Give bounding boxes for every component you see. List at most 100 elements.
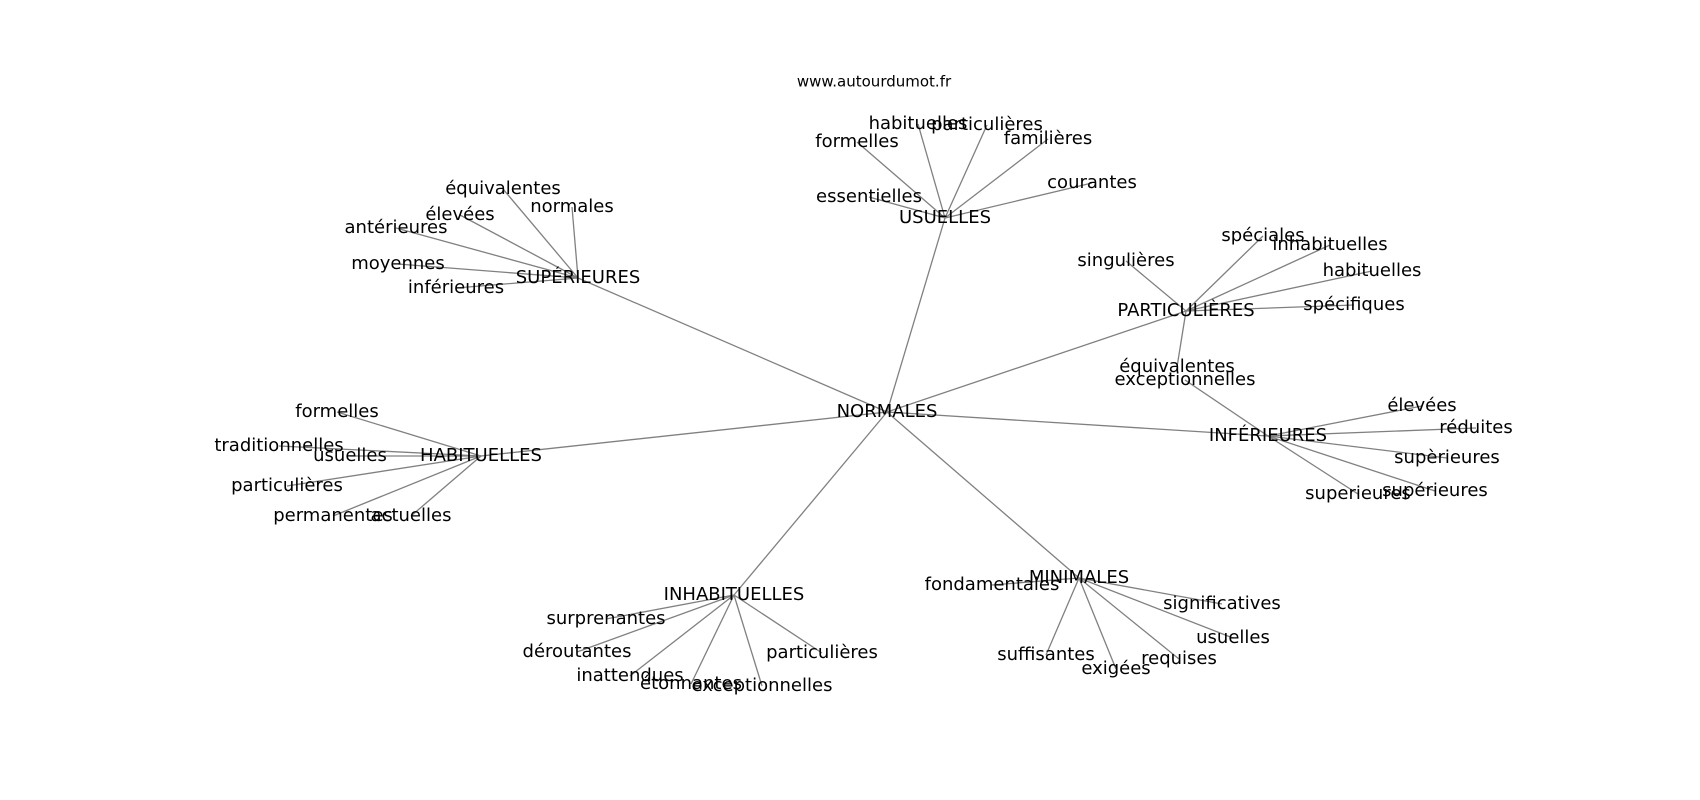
cluster-edge: [886, 310, 1187, 413]
leaf-edge: [917, 123, 946, 219]
cluster-edge: [577, 277, 888, 413]
leaf-edge: [395, 227, 579, 279]
leaf-node: élevées: [1387, 395, 1456, 416]
leaf-node: particulières: [231, 475, 343, 496]
cluster-edge: [886, 217, 946, 413]
leaf-edge: [944, 138, 1049, 219]
leaf-edge: [690, 594, 735, 685]
leaf-node: formelles: [295, 401, 379, 422]
leaf-node: équivalentes: [445, 178, 561, 199]
leaf-node: particulières: [931, 114, 1043, 135]
leaf-node: suffisantes: [997, 644, 1095, 665]
leaf-edge: [1185, 304, 1355, 312]
leaf-edge: [502, 188, 579, 279]
leaf-edge: [455, 277, 579, 289]
leaf-node: courantes: [1047, 172, 1137, 193]
leaf-node: particulières: [766, 642, 878, 663]
leaf-node: exceptionnelles: [1115, 369, 1256, 390]
leaf-node: significatives: [1163, 593, 1281, 614]
leaf-node: usuelles: [313, 445, 387, 466]
leaf-edge: [1267, 435, 1359, 495]
leaf-edge: [410, 455, 482, 517]
leaf-node: habituelles: [869, 113, 968, 134]
leaf-edge: [1125, 260, 1187, 312]
leaf-node: équivalentes: [1119, 356, 1235, 377]
leaf-node: moyennes: [351, 253, 445, 274]
cluster-node: HABITUELLES: [420, 445, 542, 466]
graph-edges: [278, 123, 1477, 687]
cluster-edge: [886, 411, 1269, 437]
leaf-node: actuelles: [371, 505, 452, 526]
leaf-edge: [856, 141, 946, 219]
leaf-node: réduites: [1439, 417, 1512, 438]
leaf-node: spécifiques: [1303, 294, 1404, 315]
leaf-node: usuelles: [1196, 627, 1270, 648]
cluster-node: MINIMALES: [1029, 567, 1129, 588]
leaf-edge: [571, 206, 579, 279]
leaf-node: traditionnelles: [214, 435, 343, 456]
source-watermark: www.autourdumot.fr: [797, 73, 952, 91]
leaf-edge: [286, 455, 482, 487]
leaf-edge: [733, 594, 763, 687]
cluster-node: PARTICULIÈRES: [1117, 299, 1254, 321]
leaf-node: élevées: [425, 204, 494, 225]
leaf-edge: [1078, 577, 1223, 605]
leaf-edge: [1267, 405, 1423, 437]
leaf-edge: [733, 594, 823, 654]
leaf-edge: [576, 594, 735, 653]
leaf-node: habituelles: [1323, 260, 1422, 281]
leaf-edge: [629, 594, 735, 677]
leaf-edge: [1078, 577, 1180, 660]
leaf-edge: [332, 455, 482, 517]
leaf-edge: [459, 214, 579, 279]
leaf-edge: [1176, 310, 1187, 368]
leaf-edge: [944, 124, 988, 219]
leaf-node: normales: [530, 196, 614, 217]
leaf-edge: [944, 182, 1093, 219]
leaf-node: supérieures: [1382, 480, 1488, 501]
leaf-node: inattendues: [576, 665, 683, 686]
leaf-node: formelles: [815, 131, 899, 152]
leaf-edge: [605, 594, 735, 620]
leaf-node: inhabituelles: [1272, 234, 1387, 255]
leaf-edge: [1185, 235, 1264, 312]
leaf-edge: [1185, 244, 1331, 312]
leaf-node: déroutantes: [523, 641, 632, 662]
leaf-node: spéciales: [1221, 225, 1304, 246]
leaf-node: superieures: [1305, 483, 1411, 504]
leaf-node: requises: [1141, 648, 1217, 669]
leaf-node: permanentes: [273, 505, 393, 526]
leaf-edge: [336, 411, 482, 457]
leaf-edge: [1078, 577, 1234, 639]
leaf-edge: [868, 196, 946, 219]
leaf-edge: [1267, 427, 1477, 437]
cluster-edge: [733, 411, 888, 596]
leaf-node: étonnantes: [640, 673, 742, 694]
leaf-node: surprenantes: [546, 608, 665, 629]
leaf-node: exigées: [1081, 658, 1150, 679]
leaf-edge: [1078, 577, 1117, 670]
leaf-node: exceptionnelles: [692, 675, 833, 696]
cluster-edge: [886, 411, 1080, 579]
leaf-edge: [1185, 270, 1373, 312]
cluster-node: INHABITUELLES: [664, 584, 805, 605]
leaf-node: familières: [1004, 128, 1092, 149]
cluster-edge: [480, 411, 888, 457]
leaf-edge: [1267, 435, 1448, 459]
leaf-node: fondamentales: [925, 574, 1060, 595]
leaf-edge: [1267, 435, 1436, 492]
graph-nodes: NORMALESUSUELLESformelleshabituellespart…: [214, 113, 1512, 696]
leaf-edge: [278, 445, 482, 457]
leaf-edge: [1045, 577, 1080, 656]
cluster-node: SUPÉRIEURES: [516, 266, 641, 288]
leaf-edge: [397, 263, 579, 279]
leaf-edge: [1184, 379, 1269, 437]
leaf-edge: [991, 577, 1080, 586]
leaf-node: antérieures: [345, 217, 448, 238]
cluster-node: USUELLES: [899, 207, 991, 228]
leaf-node: singulières: [1077, 250, 1174, 271]
center-node: NORMALES: [837, 401, 938, 422]
leaf-node: supèrieures: [1394, 447, 1500, 468]
cluster-node: INFÉRIEURES: [1209, 424, 1327, 446]
